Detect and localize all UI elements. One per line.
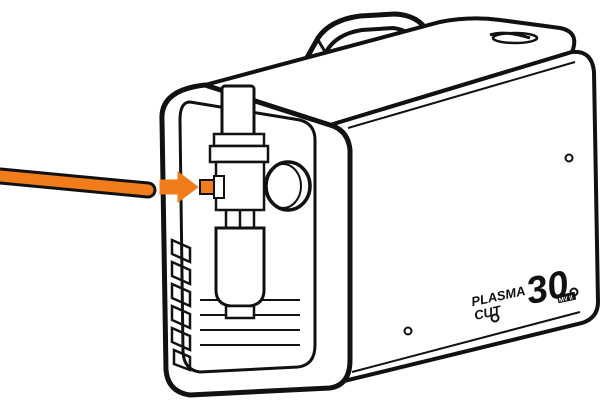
- brand-line2: CUT: [473, 302, 503, 322]
- brand-model-suffix: MV II: [559, 295, 574, 304]
- machine-top-face: [197, 16, 577, 128]
- screw-icon: [564, 153, 574, 163]
- air-regulator: [208, 84, 270, 320]
- brand-model-number: 30: [522, 263, 572, 313]
- screw-icon: [403, 326, 413, 336]
- air-inlet-fitting: [199, 175, 225, 199]
- arrow-right-icon: [159, 171, 199, 203]
- machine-side-face: [327, 49, 601, 385]
- air-hose: [0, 167, 157, 199]
- pressure-knob: [264, 160, 312, 212]
- screw-icon: [490, 313, 500, 323]
